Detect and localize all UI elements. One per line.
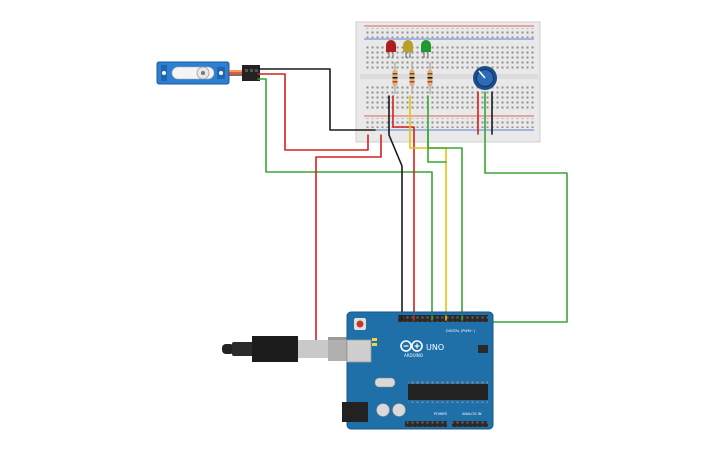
power-jack[interactable] (342, 402, 368, 422)
capacitor-1 (376, 403, 390, 417)
servo-connector[interactable] (242, 65, 260, 81)
wire-led-green-out[interactable] (427, 129, 463, 321)
digital-header-label: DIGITAL (PWM~) (446, 329, 476, 333)
resistor-2[interactable] (409, 62, 415, 94)
servo-motor[interactable] (156, 61, 230, 85)
wire-servo-signal[interactable] (257, 78, 433, 321)
center-channel (360, 74, 538, 79)
arduino-logo-icon (400, 340, 423, 352)
rx-led (372, 343, 377, 346)
usb-port[interactable] (346, 339, 372, 363)
resistor-1[interactable] (392, 62, 398, 94)
potentiometer-knob-indicator[interactable] (478, 70, 486, 79)
crystal (374, 377, 396, 388)
resistor-3[interactable] (427, 62, 433, 94)
wire-led-ground[interactable] (427, 95, 447, 163)
wire-servo-power[interactable] (257, 73, 369, 151)
wire-servo-ground[interactable] (257, 68, 376, 131)
potentiometer[interactable] (473, 66, 497, 90)
yellow-led[interactable] (403, 40, 413, 58)
arduino-brand-text: ARDUINO (404, 353, 423, 358)
servo-cable (229, 70, 242, 76)
arduino-model-text: UNO (426, 343, 444, 352)
icsp-header (478, 345, 488, 353)
power-header-label: POWER (434, 412, 448, 416)
usb-cable[interactable] (222, 336, 368, 362)
breadboard[interactable] (355, 21, 541, 143)
microcontroller-chip (408, 384, 488, 400)
wire-pot-wiper[interactable] (484, 91, 568, 323)
wire-led-red-ground[interactable] (388, 95, 403, 321)
tx-led (372, 338, 377, 341)
green-led[interactable] (421, 40, 431, 58)
capacitor-2 (392, 403, 406, 417)
wire-led-yellow[interactable] (392, 95, 415, 321)
arduino-uno-board[interactable]: ARDUINO UNO DIGITAL (PWM~) POWER ANALOG … (342, 311, 494, 430)
red-led[interactable] (386, 40, 396, 58)
analog-header-label: ANALOG IN (462, 412, 482, 416)
